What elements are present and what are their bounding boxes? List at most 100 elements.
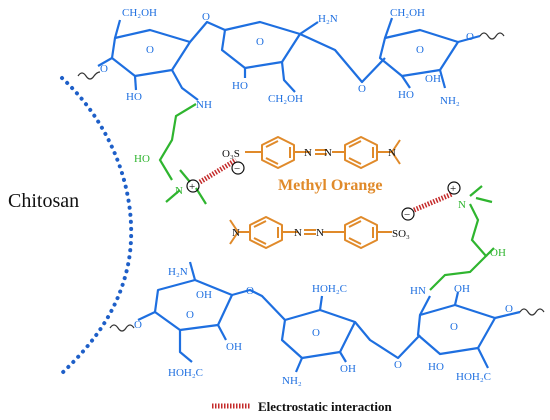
top-nh: NH [196,99,212,111]
top-oh-3: OH [425,73,441,85]
bottom-hn: HN [410,285,426,297]
top-bond-13 [97,57,113,67]
mo2-so3: SO₃ [392,228,410,240]
bottom-linker [429,185,495,291]
legend-label: Electrostatic interaction [258,399,392,414]
top-o-link-2: O [358,83,366,95]
bottom-oh-2: OH [226,341,242,353]
mo1-so3: O₃S [222,148,240,160]
top-o-link-1: O [202,11,210,23]
top-h2n: H₂N [318,13,338,25]
bottom-bond-5 [178,330,193,363]
top-plus-symbol: + [189,181,195,193]
bottom-o-link-2: O [394,359,402,371]
top-ch2oh-1: CH₂OH [122,7,157,19]
bottom-o-left: O [134,319,142,331]
mo2-ring-2 [344,216,378,249]
top-bond-8 [299,21,319,35]
top-linker [158,103,207,205]
top-bond-3 [457,34,481,44]
top-ho-3: HO [398,89,414,101]
mo2-minus-symbol: − [404,209,410,221]
top-plus-charge: + [186,179,200,193]
bottom-bond-3 [494,310,521,320]
bottom-bond-7 [217,324,227,341]
bottom-linker-nplus: N [458,199,466,211]
bottom-h2n-1: H₂N [168,266,188,278]
top-bond-1 [189,20,226,43]
bottom-ho-4: HO [428,361,444,373]
bottom-chain-wavy-right [519,308,545,316]
top-bond-10 [383,17,394,39]
bottom-nh2: NH₂ [282,375,302,387]
top-ho-1: HO [126,91,142,103]
bottom-o-1: O [186,309,194,321]
bottom-hoh2c-1: HOH₂C [168,367,203,379]
bottom-oh-4: OH [454,283,470,295]
bottom-hoh2c-3: HOH₂C [456,371,491,383]
top-chain-wavy-right [479,32,505,40]
top-bond-4 [171,69,199,101]
top-o-right: O [466,31,474,43]
methyl-orange-upper [245,136,401,169]
top-bond-7 [280,61,296,93]
bottom-bond-10 [339,351,347,363]
top-bond-2 [299,32,386,84]
bottom-oh-1: OH [196,289,212,301]
bottom-bond-11 [419,295,431,316]
bottom-plus-symbol: + [450,183,456,195]
mo1-minus-charge: − [231,161,245,175]
bottom-chitosan-chain [137,261,521,373]
bottom-bond-1 [231,288,286,321]
bottom-linker-oh: OH [490,247,506,259]
mo2-minus-charge: − [401,207,415,221]
bottom-bond-2 [354,321,421,360]
mo2-ring-1 [249,216,283,249]
top-chain-wavy-left [77,71,101,80]
mo1-n1: N [304,147,312,159]
top-ch2oh-3: CH₂OH [390,7,425,19]
top-ho-2: HO [232,80,248,92]
chitosan-boundary [58,76,134,377]
methyl-orange-label: Methyl Orange [278,177,382,194]
bottom-bond-4 [137,311,156,321]
mo1-minus-symbol: − [234,163,240,175]
mo1-n3: N [388,147,396,159]
bottom-ring-1 [153,278,234,332]
bottom-bond-6 [188,261,197,281]
top-linker-nplus: N [175,185,183,197]
top-bond-6 [113,19,122,39]
top-bond-11 [438,69,447,89]
bottom-bond-9 [294,357,304,373]
mo1-ring-1 [261,136,295,169]
top-bond-5 [133,75,138,91]
mo2-n2: N [316,227,324,239]
bottom-o-right: O [505,303,513,315]
bottom-o-3: O [450,321,458,333]
top-chitosan-chain [97,17,481,101]
top-bond-12 [401,75,411,89]
mo1-n2: N [324,147,332,159]
bottom-plus-charge: + [447,181,461,195]
top-ch2oh-2: CH₂OH [268,93,303,105]
top-nh2: NH₂ [440,95,460,107]
chitosan-label: Chitosan [8,190,79,212]
top-o-3: O [416,44,424,56]
top-linker-ho: HO [134,153,150,165]
bottom-hoh2c-2: HOH₂C [312,283,347,295]
bottom-bond-12 [453,291,460,306]
mo2-n3: N [232,227,240,239]
top-o-1: O [146,44,154,56]
top-electrostatic-interaction [198,157,238,185]
mo1-ring-2 [344,136,378,169]
bottom-chain-wavy-left [109,324,135,332]
bottom-o-link-1: O [246,285,254,297]
bottom-electrostatic-interaction [413,191,453,213]
bottom-bond-8 [318,295,324,311]
bottom-bond-13 [477,347,489,369]
mo2-n1: N [294,227,302,239]
top-o-2: O [256,36,264,48]
top-o-left: O [100,63,108,75]
